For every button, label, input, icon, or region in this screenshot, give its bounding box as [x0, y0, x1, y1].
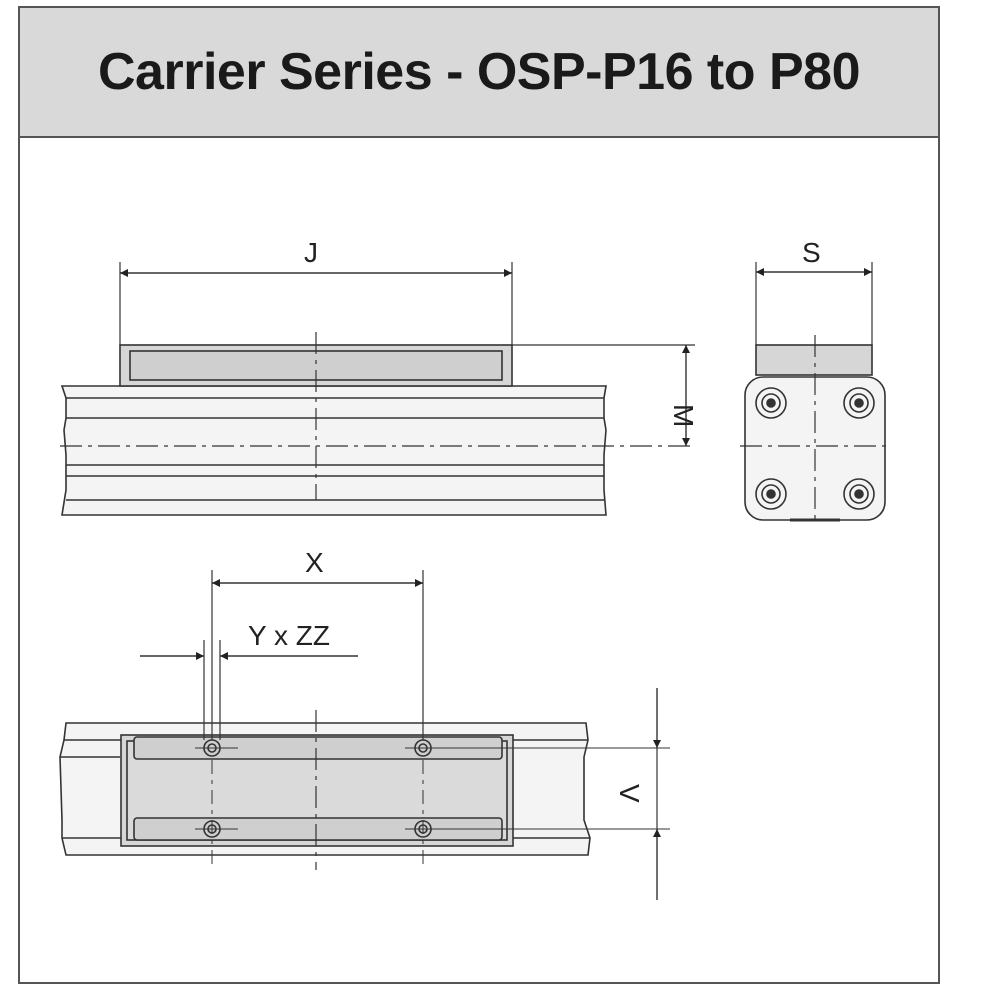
label-y-zz: Y x ZZ [248, 620, 330, 651]
carrier-end-top [755, 344, 873, 376]
label-m: M [668, 404, 699, 427]
cylinder-body [60, 385, 607, 516]
bolt-icon [755, 387, 787, 419]
side-view [60, 262, 695, 516]
bolt-icon [843, 478, 875, 510]
header-bar: Carrier Series - OSP-P16 to P80 [20, 8, 938, 138]
end-view [740, 262, 892, 525]
label-s: S [802, 237, 821, 268]
page-title: Carrier Series - OSP-P16 to P80 [98, 43, 861, 101]
label-v: V [614, 784, 645, 803]
bolt-icon [755, 478, 787, 510]
label-x: X [305, 547, 324, 578]
bolt-icon [843, 387, 875, 419]
label-j: J [304, 237, 318, 268]
top-view [59, 570, 670, 900]
